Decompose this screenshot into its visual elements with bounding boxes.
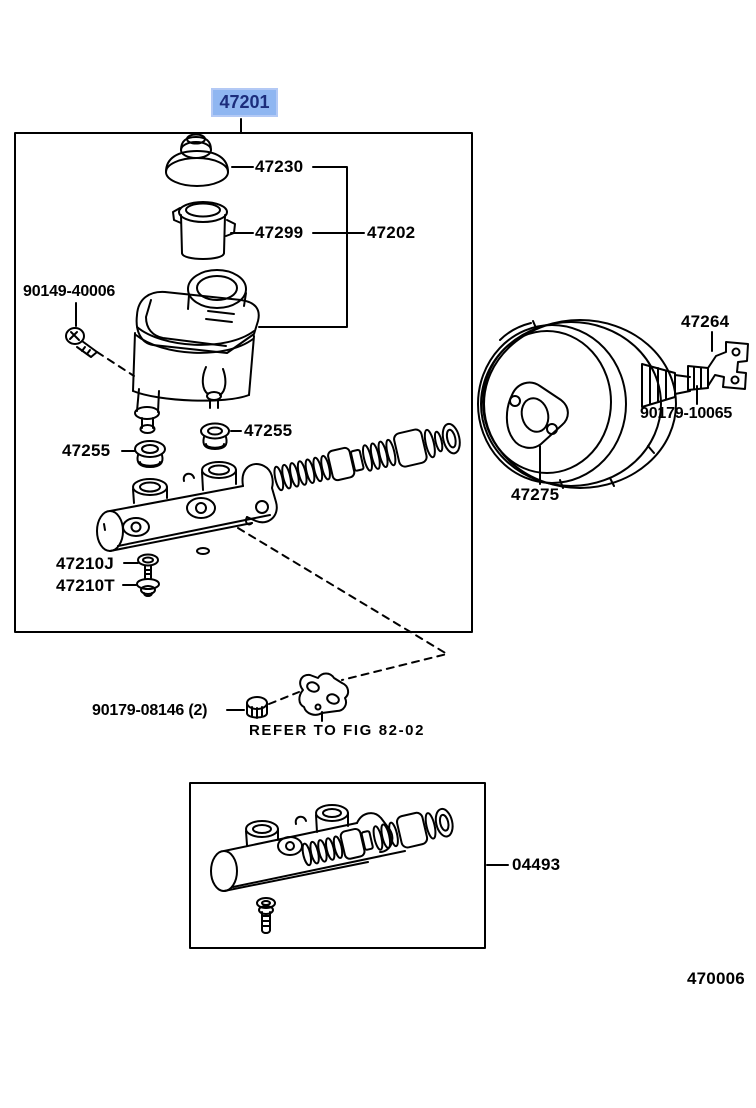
part-label-grommet-upper: 47255 [244, 421, 293, 440]
part-label-cap: 47230 [255, 157, 304, 176]
refer-note: REFER TO FIG 82-02 [249, 722, 426, 739]
bracket-drawing [298, 672, 350, 716]
grommet-upper-drawing [200, 422, 230, 450]
part-label-clevis: 47264 [681, 312, 730, 331]
reservoir-tank-drawing [132, 269, 260, 434]
piston-kit-drawing [273, 422, 461, 492]
mount-nut-drawing [246, 696, 268, 719]
master-cylinder-drawing [96, 461, 278, 555]
figure-code: 470006 [687, 969, 745, 988]
part-label-mounting-nut: 90179-08146 (2) [92, 702, 208, 719]
part-label-cylinder-kit: 04493 [512, 855, 561, 874]
repair-kit-drawing [210, 804, 454, 934]
cap-drawing [165, 133, 229, 187]
strainer-drawing [172, 201, 236, 260]
dashed-pointer-lines [96, 351, 448, 705]
part-label-reservoir-sub-assy: 47202 [367, 223, 416, 242]
part-label-47210j: 47210J [56, 554, 114, 573]
part-label-inner-reservoir: 47299 [255, 223, 304, 242]
bolt-set-drawing [136, 553, 160, 597]
part-label-47210t: 47210T [56, 576, 115, 595]
screw-drawing [65, 327, 98, 358]
part-label-grommet-lower: 47255 [62, 441, 111, 460]
part-label-clevis-lock-nut: 90179-10065 [640, 405, 733, 422]
repair-kit-box [189, 782, 486, 949]
grommet-lower-drawing [134, 440, 166, 468]
selected-part-label[interactable]: 47201 [211, 88, 278, 117]
main-assembly-box [14, 132, 473, 633]
part-label-booster-gasket: 47275 [511, 485, 560, 504]
booster-drawing [477, 319, 749, 489]
part-label-reservoir-screw: 90149-40006 [23, 283, 116, 300]
